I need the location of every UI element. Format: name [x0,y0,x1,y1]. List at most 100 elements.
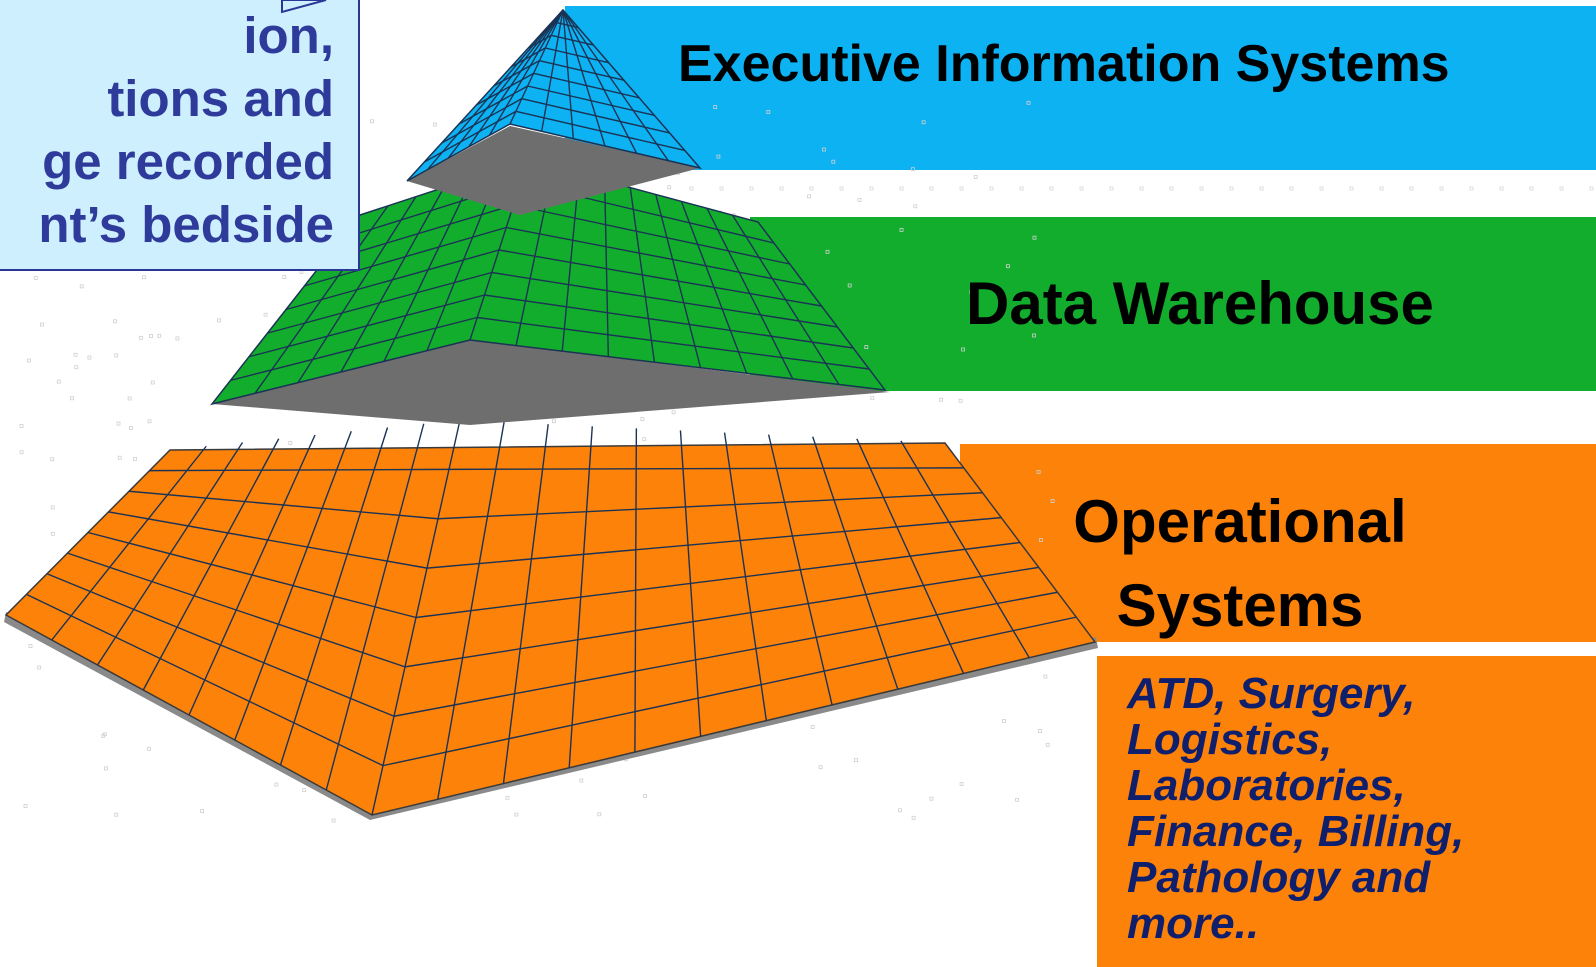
separator-dot [929,186,934,191]
middle-grid-line [285,249,500,311]
operational-examples-band [1097,656,1596,967]
speckle-dot [825,249,830,254]
speckle-dot [138,335,143,340]
speckle-dot [28,644,33,648]
speckle-dot [288,440,293,445]
speckle-dot [864,345,869,350]
speckle-dot [911,167,915,172]
middle-grid-line [477,316,870,370]
separator-dot [689,186,694,191]
speckle-dot [1043,674,1048,679]
top-grid-line [562,9,638,154]
speckle-dot [911,815,916,820]
middle-grid-line [230,316,478,382]
speckle-dot [127,396,132,401]
separator-dot [1589,186,1594,191]
separator-dot [1139,186,1144,191]
speckle-dot [766,110,771,114]
middle-slab-side [212,340,890,425]
speckle-dot [70,396,74,401]
top-grid-line [533,72,640,99]
speckle-dot [1036,469,1041,474]
pyramid-tier-eis [406,8,703,215]
pyramid-tier-data-warehouse [210,159,890,425]
speckle-dot [898,808,902,813]
bottom-grid-line [128,490,439,520]
speckle-dot [217,318,221,323]
speckle-dot [282,275,287,279]
speckle-dot [642,437,647,442]
speckle-dot [1045,742,1050,747]
speckle-dot [40,322,44,327]
top-slab-side [407,126,700,215]
top-grid-line [551,34,594,46]
speckle-dot [141,275,146,280]
separator-dot [809,186,814,191]
speckle-dot [87,355,92,360]
speckle-dot [114,353,119,358]
speckle-dot [1015,797,1019,802]
speckle-dot [147,746,151,751]
separator-dot [839,186,844,191]
speckle-dot [939,397,943,402]
middle-grid-line [513,204,790,265]
separator-dot [749,186,754,191]
speckle-dot [640,417,645,422]
separator-dot [1079,186,1084,191]
speckle-dot [1038,729,1042,733]
separator-dot [1529,186,1534,191]
callout-pointer [281,0,327,14]
top-grid-line [447,9,564,159]
speckle-dot [23,804,28,808]
speckle-dot [961,347,965,352]
top-grid-line [545,22,558,30]
speckle-dot [959,782,964,786]
bottom-grid-line [448,467,964,471]
example-line: Finance, Billing, [1127,807,1465,856]
speckle-dot [37,665,42,670]
callout-box: ion, tions and ge recorded nt’s bedside [0,0,360,271]
top-grid-line [515,110,685,152]
bottom-grid-line [67,552,406,668]
operational-label-line: Operational [1073,488,1407,555]
separator-dot [1019,186,1024,191]
separator-dot [1349,186,1354,191]
operational-systems-label: Operational Systems [1030,480,1450,648]
bottom-slab-edge [4,612,1098,820]
top-grid-line [539,59,625,81]
speckle-dot [148,334,153,338]
speckle-dot [73,352,78,357]
top-grid-line [458,85,529,125]
speckle-dot [19,450,24,455]
eis-band [565,6,1596,170]
pyramid-tier-operational [4,419,1098,820]
speckle-dot [114,812,119,817]
example-line: more.. [1127,899,1260,948]
separator-dot [989,186,994,191]
speckle-dot [157,333,162,338]
top-grid-line [562,9,669,162]
separator-dot [1109,186,1114,191]
eis-label: Executive Information Systems [678,35,1450,93]
callout-line: ge recorded [42,133,334,190]
speckle-dot [1032,235,1037,240]
middle-grid-line [248,294,485,358]
speckle-dot [117,455,122,460]
separator-dot [1379,186,1384,191]
speckle-dot [514,812,519,817]
separator-dot [1439,186,1444,191]
speckle-dot [597,812,602,817]
callout-line: nt’s bedside [38,196,334,253]
speckle-dot [671,410,676,415]
callout-line: ion, [243,7,334,64]
bottom-grid-line [87,531,417,619]
speckle-dot [973,175,978,179]
speckle-dot [200,809,205,813]
operational-label-line: Systems [1116,572,1364,639]
middle-grid-line [491,271,838,328]
middle-grid-line [484,294,854,349]
speckle-dot [74,365,79,370]
speckle-dot [857,197,862,202]
bottom-grid-line [382,616,1077,767]
